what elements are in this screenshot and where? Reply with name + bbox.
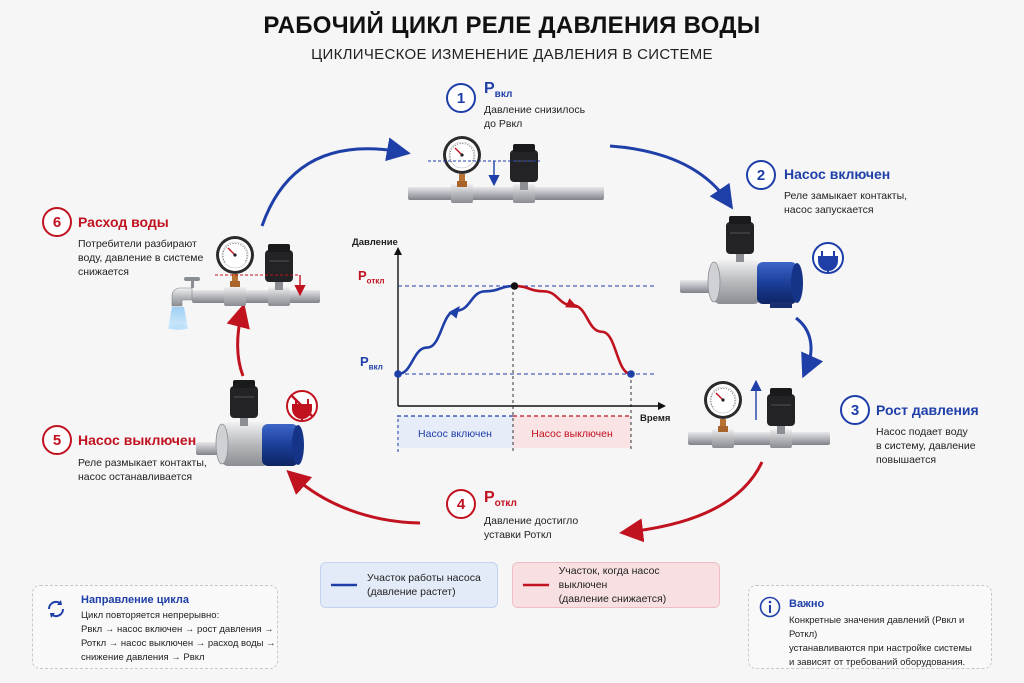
chart-x-axis-arrow [658, 402, 666, 410]
chart-point-peak [510, 282, 519, 290]
chart-segment-label-off: Насос выключен [531, 428, 613, 440]
pipe-assembly-step1 [408, 135, 604, 203]
step-4-title: Pоткл [484, 489, 517, 510]
power-off-icon [286, 390, 318, 422]
step-6-number: 6 [42, 207, 72, 237]
step-5-number: 5 [42, 425, 72, 455]
step-1-title: Pвкл [484, 80, 513, 101]
step-1-number: 1 [446, 83, 476, 113]
page-title: РАБОЧИЙ ЦИКЛ РЕЛЕ ДАВЛЕНИЯ ВОДЫ [263, 12, 761, 39]
chart-xlabel: Время [640, 413, 671, 424]
chart-series-arrow-0 [448, 305, 460, 319]
pipe-assembly-step3 [688, 379, 830, 448]
step-2-title: Насос включен [784, 166, 891, 182]
cycle-box-title: Направление цикла [81, 594, 189, 606]
cycle-arrow-4-to-5 [286, 469, 421, 525]
important-box-text: Конкретные значения давлений (Рвкл и Рот… [789, 615, 972, 668]
chart-point-start [394, 370, 402, 378]
step-5-title: Насос выключен [78, 432, 197, 448]
cycle-arrow-6-to-1 [260, 137, 411, 227]
step-4-number: 4 [446, 489, 476, 519]
legend-text-pump-off: Участок, когда насос выключен(давление с… [558, 565, 667, 605]
cycle-arrow-2-to-3 [795, 316, 824, 379]
chart-segment-label-on: Насос включен [418, 428, 492, 440]
chart-series-line-0 [397, 284, 515, 376]
chart-series-arrow-1 [565, 298, 579, 308]
step-3-number: 3 [840, 395, 870, 425]
legend-text-pump-on: Участок работы насоса(давление растет) [367, 572, 481, 598]
legend-item-pump-off: Участок, когда насос выключен(давление с… [512, 562, 720, 608]
info-icon [759, 596, 781, 618]
cycle-arrow-1-to-2 [609, 144, 734, 210]
chart-point-end [627, 370, 635, 378]
cycle-box-text: Цикл повторяется непрерывно: Рвкл → насо… [81, 610, 276, 663]
important-box: Важно Конкретные значения давлений (Рвкл… [748, 585, 992, 669]
step-6-title: Расход воды [78, 214, 169, 230]
step-2-desc: Реле замыкает контакты,насос запускается [784, 190, 908, 216]
pump-assembly-step2 [680, 216, 803, 308]
important-box-title: Важно [789, 598, 825, 610]
step-3-title: Рост давления [876, 402, 979, 418]
chart-segment-bg-off [513, 416, 631, 448]
step-2-number: 2 [746, 160, 776, 190]
cycle-icon [47, 600, 65, 618]
faucet-assembly-step6 [168, 235, 320, 330]
pressure-chart [394, 247, 666, 452]
chart-segment-bg-on [397, 416, 513, 448]
cycle-arrow-5-to-6 [226, 303, 250, 377]
page-subtitle: ЦИКЛИЧЕСКОЕ ИЗМЕНЕНИЕ ДАВЛЕНИЯ В СИСТЕМЕ [311, 46, 713, 63]
chart-level-label-off: Pоткл [358, 268, 385, 286]
cycle-arrow-3-to-4 [619, 461, 764, 543]
cycle-direction-box: Направление цикла Цикл повторяется непре… [32, 585, 278, 669]
power-on-icon [812, 242, 844, 274]
chart-y-axis-arrow [394, 247, 402, 255]
legend-item-pump-on: Участок работы насоса(давление растет) [320, 562, 498, 608]
legend-line-blue [331, 583, 357, 587]
chart-level-label-on: Pвкл [360, 354, 383, 372]
chart-series-line-1 [514, 284, 632, 376]
chart-ylabel: Давление [352, 237, 398, 248]
pump-assembly-step5 [196, 380, 304, 466]
legend-line-red [523, 583, 549, 587]
step-5-desc: Реле размыкает контакты,насос останавлив… [78, 457, 207, 483]
